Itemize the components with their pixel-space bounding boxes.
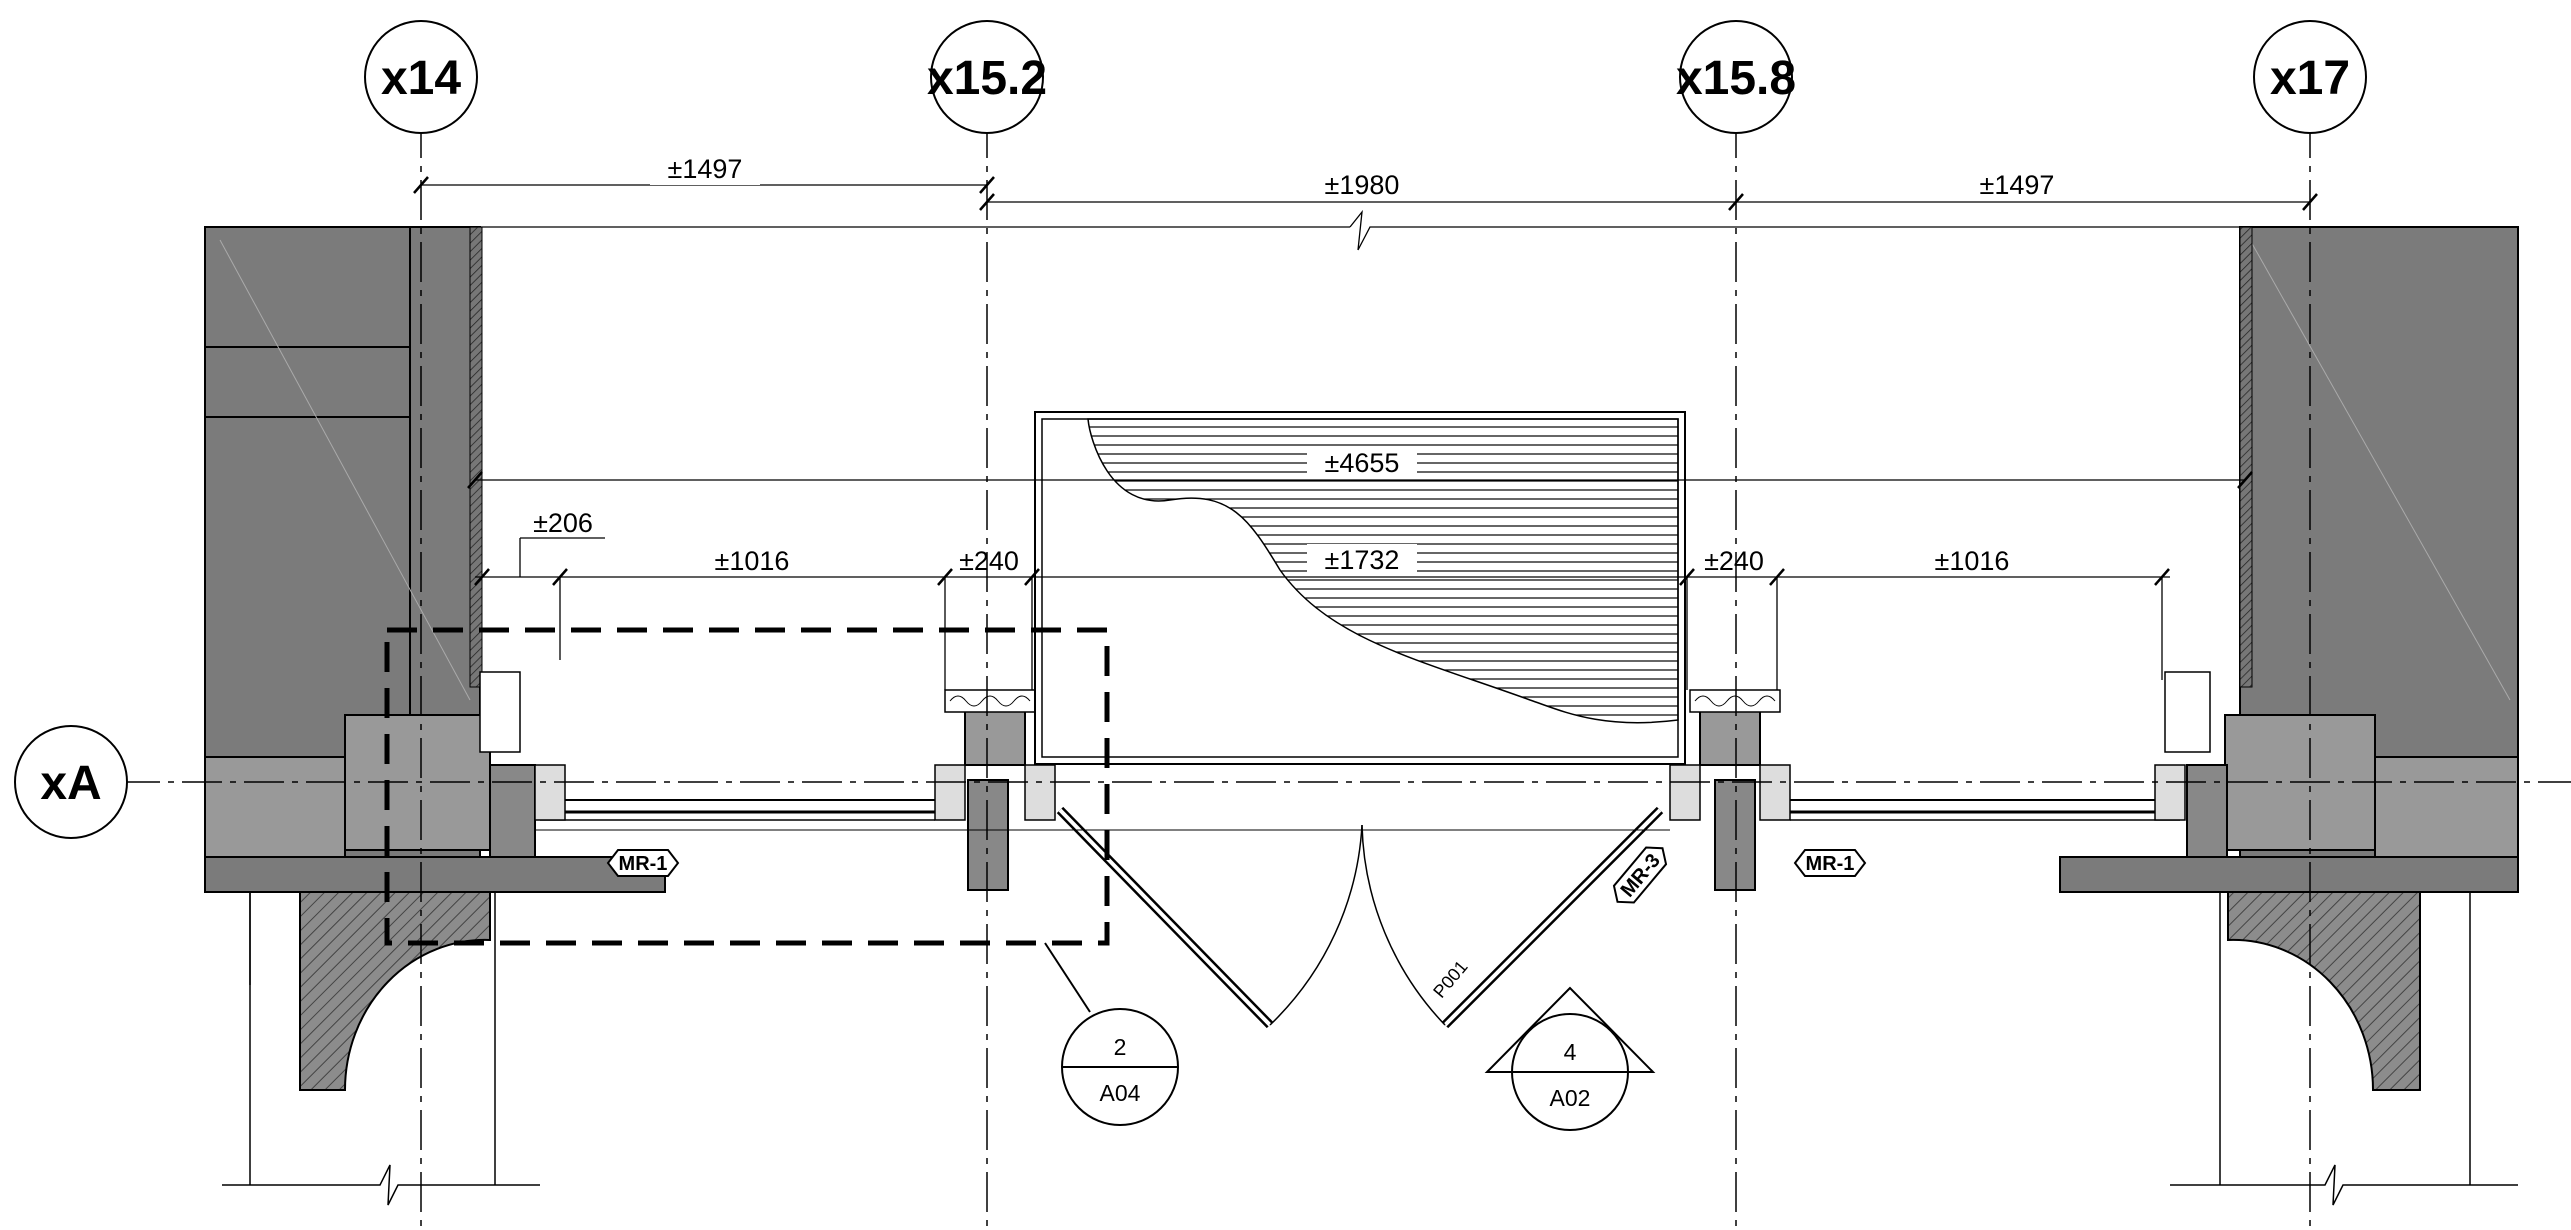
dim-left-jamb: ±240	[959, 546, 1019, 576]
tag-mr-right: MR-1	[1793, 849, 1867, 877]
window-left	[479, 671, 1056, 821]
grid-label-x15-8: x15.8	[1676, 52, 1796, 105]
door-left	[1056, 806, 1363, 1029]
dim-inner-offset: ±206	[533, 508, 593, 538]
dim-top-middle: ±1980	[1325, 170, 1400, 200]
dim-center-opening: ±1732	[1325, 545, 1400, 575]
grid-label-x15-2: x15.2	[927, 52, 1047, 105]
dim-left-opening: ±1016	[715, 546, 790, 576]
dim-right-jamb: ±240	[1704, 546, 1764, 576]
dim-top-left: ±1497	[668, 154, 743, 184]
grid-label-x14: x14	[381, 52, 461, 105]
door-number-label: P001	[1429, 957, 1471, 1002]
exterior-lines	[222, 892, 2518, 1206]
grid-bubble-x15-2: x15.2	[927, 20, 1047, 134]
grid-label-x17: x17	[2270, 52, 2350, 105]
grid-bubble-x17: x17	[2253, 20, 2367, 134]
dimension-labels: ±1497 ±1980 ±1497 ±4655 ±206 ±1016 ±240 …	[533, 153, 2072, 576]
left-sill	[204, 714, 666, 1091]
elevation-reference-marker: 4 A02	[1484, 986, 1656, 1131]
elevation-number: 4	[1564, 1039, 1577, 1065]
dim-top-right: ±1497	[1980, 170, 2055, 200]
dim-overall: ±4655	[1325, 448, 1400, 478]
tag-mr-right-label: MR-1	[1806, 853, 1855, 875]
grid-bubble-x15-8: x15.8	[1676, 20, 1796, 134]
window-right	[1669, 671, 2211, 821]
detail-callout-box	[384, 627, 1110, 1013]
entry-mat	[1034, 411, 1686, 765]
grid-label-xa: xA	[40, 757, 101, 810]
grid-lines	[120, 118, 2571, 1230]
door-right	[1361, 806, 1664, 1029]
detail-reference-bubble: 2 A04	[1061, 1008, 1179, 1126]
elevation-sheet: A02	[1550, 1085, 1591, 1111]
grid-bubble-x14: x14	[364, 20, 478, 134]
dim-right-opening: ±1016	[1935, 546, 2010, 576]
tag-mr-left-label: MR-1	[619, 853, 668, 875]
mullion-left	[944, 689, 1036, 891]
detail-number: 2	[1114, 1034, 1127, 1060]
mullion-right	[1689, 689, 1781, 891]
right-sill	[2059, 714, 2519, 1091]
tag-mr-left: MR-1	[606, 849, 680, 877]
detail-sheet: A04	[1100, 1080, 1141, 1106]
grid-bubble-xa: xA	[14, 725, 128, 839]
